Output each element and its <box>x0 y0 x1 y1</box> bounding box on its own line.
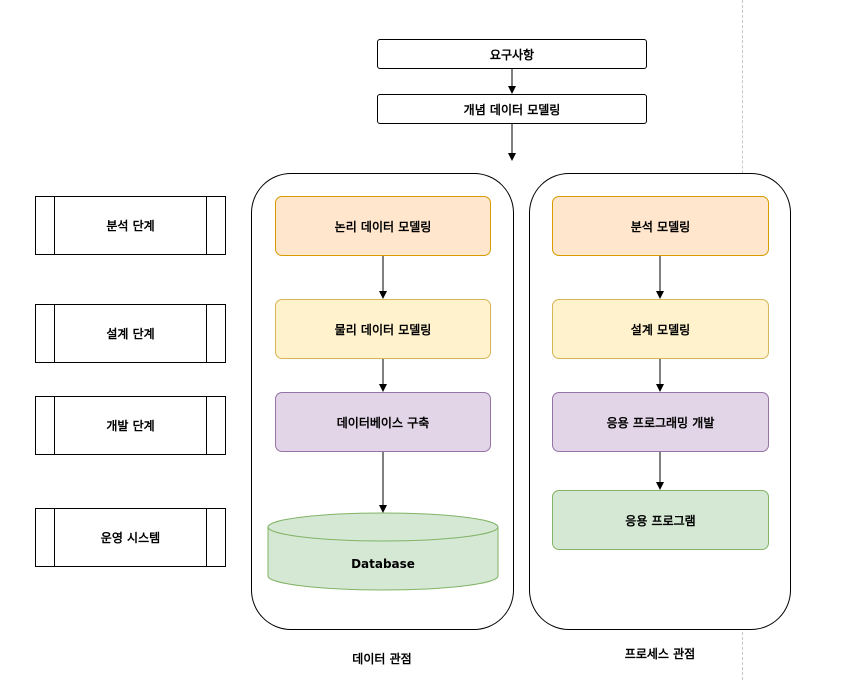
requirements-label: 요구사항 <box>489 47 535 62</box>
stage-divider <box>54 197 55 254</box>
database-cylinder[interactable] <box>267 512 499 591</box>
analysis-modeling-label: 분석 모델링 <box>630 219 691 234</box>
stage-divider <box>54 509 55 566</box>
stage-divider <box>54 305 55 362</box>
physical-modeling-label: 물리 데이터 모델링 <box>334 322 432 337</box>
stage-development-label: 개발 단계 <box>106 419 155 433</box>
stage-divider <box>206 305 207 362</box>
stage-operation[interactable]: 운영 시스템 <box>35 508 226 567</box>
application-program-box[interactable]: 응용 프로그램 <box>552 490 769 550</box>
analysis-modeling-box[interactable]: 분석 모델링 <box>552 196 769 256</box>
conceptual-modeling-label: 개념 데이터 모델링 <box>463 102 561 117</box>
physical-modeling-box[interactable]: 물리 데이터 모델링 <box>275 299 491 359</box>
stage-development[interactable]: 개발 단계 <box>35 396 226 455</box>
stage-analysis[interactable]: 분석 단계 <box>35 196 226 255</box>
conceptual-modeling-box[interactable]: 개념 데이터 모델링 <box>377 94 647 124</box>
application-development-label: 응용 프로그래밍 개발 <box>606 415 715 430</box>
database-build-label: 데이터베이스 구축 <box>336 415 430 430</box>
database-build-box[interactable]: 데이터베이스 구축 <box>275 392 491 452</box>
design-modeling-box[interactable]: 설계 모델링 <box>552 299 769 359</box>
stage-divider <box>206 397 207 454</box>
stage-design-label: 설계 단계 <box>106 327 155 341</box>
design-modeling-label: 설계 모델링 <box>630 322 691 337</box>
requirements-box[interactable]: 요구사항 <box>377 39 647 69</box>
logical-modeling-label: 논리 데이터 모델링 <box>334 219 432 234</box>
application-development-box[interactable]: 응용 프로그래밍 개발 <box>552 392 769 452</box>
stage-divider <box>206 509 207 566</box>
database-label: Database <box>351 557 415 571</box>
application-program-label: 응용 프로그램 <box>625 513 696 528</box>
stage-operation-label: 운영 시스템 <box>100 531 161 545</box>
stage-design[interactable]: 설계 단계 <box>35 304 226 363</box>
process-perspective-title: 프로세스 관점 <box>624 647 696 661</box>
stage-analysis-label: 분석 단계 <box>106 219 155 233</box>
stage-divider <box>54 397 55 454</box>
data-perspective-title: 데이터 관점 <box>352 652 412 666</box>
stage-divider <box>206 197 207 254</box>
logical-modeling-box[interactable]: 논리 데이터 모델링 <box>275 196 491 256</box>
